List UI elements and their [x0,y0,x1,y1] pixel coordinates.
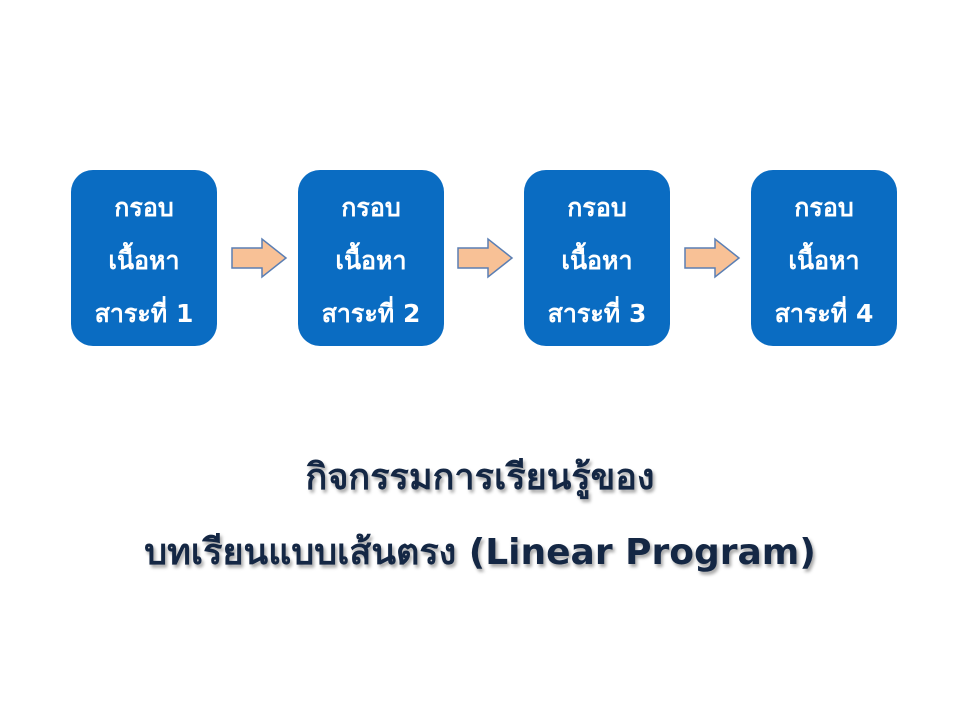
frame-2-line-1: กรอบ [341,192,401,222]
right-arrow-icon [231,237,288,279]
frame-2-line-2: เนื้อหา [335,245,407,275]
frame-3-line-3: สาระที่ 3 [547,298,647,328]
content-frame-2: กรอบ เนื้อหา สาระที่ 2 [298,170,444,346]
frame-3-line-1: กรอบ [567,192,627,222]
frame-4-line-3: สาระที่ 4 [774,298,874,328]
content-frame-3: กรอบ เนื้อหา สาระที่ 3 [524,170,670,346]
content-frame-1: กรอบ เนื้อหา สาระที่ 1 [71,170,217,346]
title-line-1: กิจกรรมการเรียนรู้ของ [305,457,655,498]
frame-4-line-2: เนื้อหา [788,245,860,275]
frame-4-line-1: กรอบ [794,192,854,222]
content-frame-4: กรอบ เนื้อหา สาระที่ 4 [751,170,897,346]
frame-2-line-3: สาระที่ 2 [321,298,421,328]
title-line-2: บทเรียนแบบเส้นตรง (Linear Program) [144,532,816,573]
right-arrow-icon [457,237,514,279]
frame-1-line-3: สาระที่ 1 [94,298,194,328]
frame-1-line-1: กรอบ [114,192,174,222]
frame-3-line-2: เนื้อหา [561,245,633,275]
right-arrow-icon [684,237,741,279]
frame-1-line-2: เนื้อหา [108,245,180,275]
